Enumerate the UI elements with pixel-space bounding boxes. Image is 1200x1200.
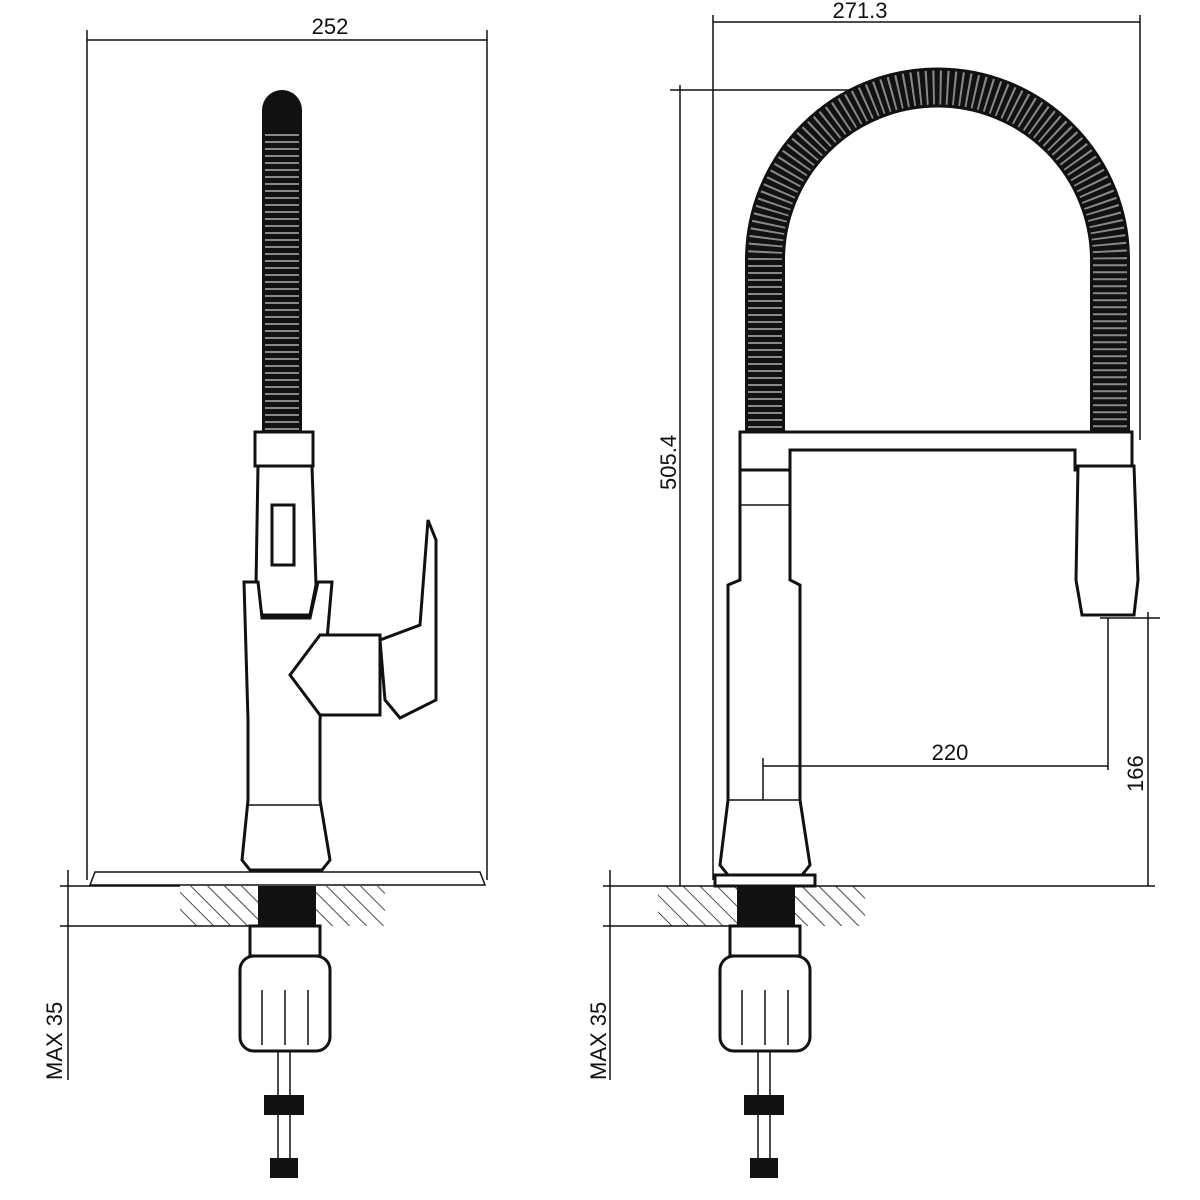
arched-hose <box>745 67 1130 435</box>
hose-connector <box>744 1095 784 1115</box>
width-dimension-252: 252 <box>86 14 488 880</box>
mounting-shank <box>248 924 322 958</box>
front-view: 252 MAX 35 <box>42 14 488 1178</box>
spout-height-dimension-166: 166 <box>1100 612 1160 886</box>
side-view: 271.3 505.4 MAX 35 220 <box>586 0 1160 1178</box>
handle-valve <box>288 633 382 717</box>
base-plate <box>713 873 817 888</box>
deck-shank <box>737 886 795 926</box>
deck-thickness-dimension: MAX 35 <box>586 870 740 1080</box>
deck-shank <box>258 886 316 926</box>
faucet-body <box>718 468 812 877</box>
width-dimension-271: 271.3 <box>712 0 1141 880</box>
hose-end <box>750 1158 778 1178</box>
height-dimension-505: 505.4 <box>656 85 935 886</box>
spray-button <box>270 503 296 567</box>
reach-dimension-220: 220 <box>762 618 1109 800</box>
sprayer-head <box>1074 464 1140 617</box>
reach-label: 220 <box>932 740 969 765</box>
max35-label: MAX 35 <box>586 1002 611 1080</box>
width-label: 252 <box>312 14 349 39</box>
deck-thickness-dimension: MAX 35 <box>42 870 260 1080</box>
mounting-shank <box>728 924 802 958</box>
hose-collar <box>253 430 315 468</box>
spout-arm <box>738 430 1134 472</box>
max35-label: MAX 35 <box>42 1002 67 1080</box>
hose-connector <box>264 1095 304 1115</box>
hose-end <box>270 1158 298 1178</box>
height-label: 505.4 <box>656 435 681 490</box>
handle-lever <box>378 519 438 720</box>
base-plate <box>88 871 487 886</box>
spout-height-label: 166 <box>1123 755 1148 792</box>
faucet-body <box>240 580 334 872</box>
width-label: 271.3 <box>832 0 887 23</box>
